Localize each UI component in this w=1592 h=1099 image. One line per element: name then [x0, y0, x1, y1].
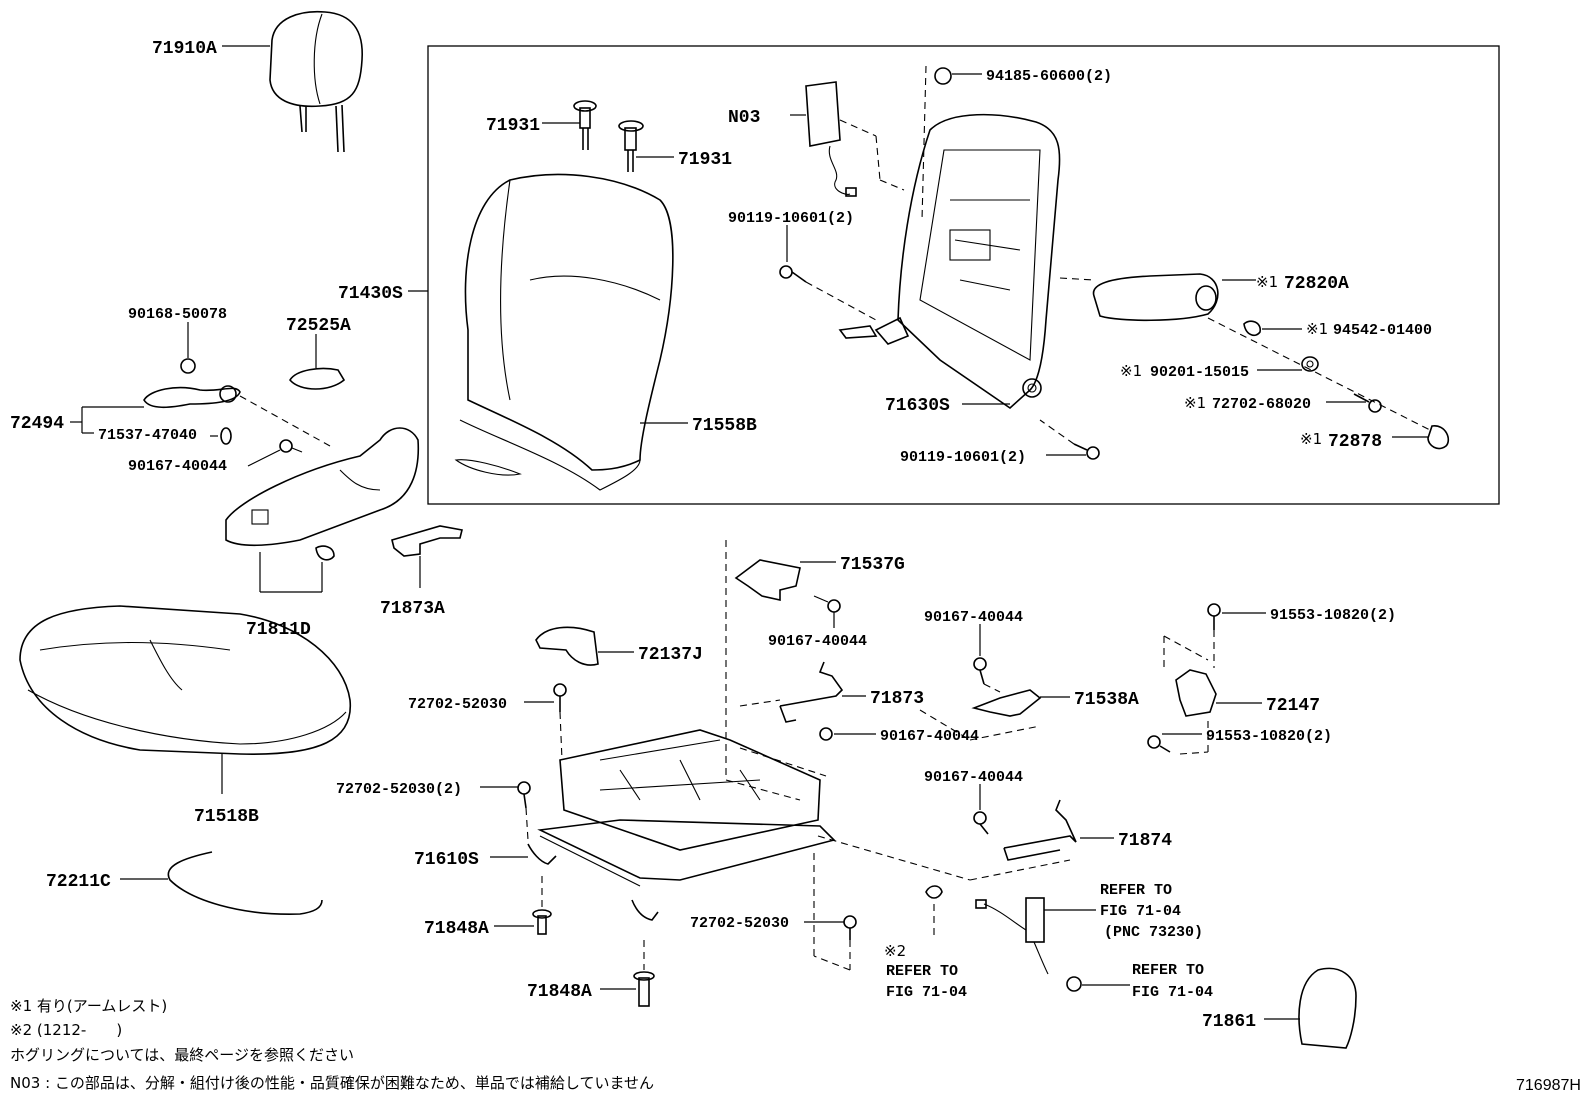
bolt-90119-drawing — [779, 265, 1100, 460]
refer-text-1-line2: FIG 71-04 — [1100, 903, 1181, 920]
label-71538A: 71538A — [1074, 690, 1139, 710]
recliner-knob-drawing — [143, 385, 331, 447]
cover-72525A-drawing — [289, 367, 346, 390]
label-72702-52030-2: 72702-52030(2) — [336, 781, 462, 798]
note-armrest: ※1 有り(アームレスト) — [10, 997, 167, 1015]
label-94185-60600: 94185-60600(2) — [986, 68, 1112, 85]
mark-72878: ※1 — [1300, 430, 1322, 448]
bolt-72702-52030-drawing — [517, 683, 857, 971]
label-72820A: 72820A — [1284, 274, 1349, 294]
label-72147: 72147 — [1266, 696, 1320, 716]
label-72137J: 72137J — [638, 645, 703, 665]
nut-94185-drawing — [921, 65, 952, 221]
note-date-range: ※2 (1212- ) — [10, 1021, 122, 1039]
refer-text-2-line1: REFER TO — [886, 963, 958, 980]
note-n03: N03 : この部品は、分解・組付け後の性能・品質確保が困難なため、単品では補給… — [10, 1074, 654, 1092]
label-72702-52030-upper: 72702-52030 — [408, 696, 507, 713]
seat-frame-drawing — [527, 729, 836, 921]
label-72211C: 72211C — [46, 872, 111, 892]
wire-72211C-drawing — [167, 851, 323, 915]
label-72702-68020: 72702-68020 — [1212, 396, 1311, 413]
label-71518B: 71518B — [194, 807, 259, 827]
label-71931-right: 71931 — [678, 150, 732, 170]
mark-72702-68020: ※1 — [1184, 394, 1206, 412]
label-72494: 72494 — [10, 414, 64, 434]
seat-cushion-drawing — [19, 605, 352, 755]
side-shield-drawing — [180, 358, 420, 561]
seatback-assembly-box — [427, 45, 1500, 505]
label-71874: 71874 — [1118, 831, 1172, 851]
seatbelt-buckle-drawing — [925, 885, 1082, 992]
bracket-72147-drawing — [1147, 603, 1221, 755]
label-90119-10601-lower: 90119-10601(2) — [900, 449, 1026, 466]
label-90167-40044-c: 90167-40044 — [880, 728, 979, 745]
label-71910A: 71910A — [152, 39, 217, 59]
mark-refer2: ※2 — [884, 942, 906, 960]
headrest-guide-drawing — [573, 100, 644, 172]
label-71537G: 71537G — [840, 555, 905, 575]
cover-72137J-drawing — [535, 626, 599, 666]
label-94542-01400: 94542-01400 — [1333, 322, 1432, 339]
seatback-frame-drawing — [838, 113, 1061, 410]
label-90167-40044-left: 90167-40044 — [128, 458, 227, 475]
armrest-hardware-drawing — [1207, 317, 1450, 450]
side-airbag-drawing — [805, 81, 905, 197]
label-72702-52030-lower: 72702-52030 — [690, 915, 789, 932]
refer-text-1-line1: REFER TO — [1100, 882, 1172, 899]
label-N03: N03 — [728, 108, 760, 128]
label-72878: 72878 — [1328, 432, 1382, 452]
figure-code: 716987H — [1516, 1077, 1581, 1094]
mark-90201: ※1 — [1120, 362, 1142, 380]
leader-90167a — [247, 449, 281, 467]
refer-text-3-line1: REFER TO — [1132, 962, 1204, 979]
mark-72820A: ※1 — [1256, 273, 1278, 291]
label-71610S: 71610S — [414, 850, 479, 870]
armrest-drawing — [1059, 273, 1219, 322]
label-71848A-upper: 71848A — [424, 919, 489, 939]
label-71873A: 71873A — [380, 599, 445, 619]
refer-text-2-line2: FIG 71-04 — [886, 984, 967, 1001]
label-71630S: 71630S — [885, 396, 950, 416]
label-71430S: 71430S — [338, 284, 403, 304]
label-90119-10601-upper: 90119-10601(2) — [728, 210, 854, 227]
label-71811D: 71811D — [246, 620, 311, 640]
bracket-71538A-drawing — [919, 657, 1042, 741]
label-71873: 71873 — [870, 689, 924, 709]
pin-71848A-drawing — [532, 876, 655, 1007]
label-71861: 71861 — [1202, 1012, 1256, 1032]
note-hog-ring: ホグリングについては、最終ページを参照ください — [10, 1046, 354, 1064]
label-90167-40044-b: 90167-40044 — [768, 633, 867, 650]
refer-text-3-line2: FIG 71-04 — [1132, 984, 1213, 1001]
label-90168-50078: 90168-50078 — [128, 306, 227, 323]
label-91553-10820-lower: 91553-10820(2) — [1206, 728, 1332, 745]
label-90167-40044-d: 90167-40044 — [924, 609, 1023, 626]
mark-94542: ※1 — [1306, 320, 1328, 338]
seatback-cover-drawing — [454, 173, 674, 491]
bracket-71537G-drawing — [725, 540, 841, 801]
label-71931-left: 71931 — [486, 116, 540, 136]
bracket-71873A-drawing — [391, 525, 463, 557]
shift-knob-71861-drawing — [1298, 967, 1357, 1049]
bracket-71874-drawing — [817, 799, 1077, 881]
label-71558B: 71558B — [692, 416, 757, 436]
bracket-71873-drawing — [739, 661, 844, 777]
refer-text-1-line3: (PNC 73230) — [1104, 924, 1203, 941]
label-71537-47040: 71537-47040 — [98, 427, 197, 444]
headrest-drawing — [269, 10, 363, 153]
label-71848A-lower: 71848A — [527, 982, 592, 1002]
label-90201-15015: 90201-15015 — [1150, 364, 1249, 381]
label-91553-10820-upper: 91553-10820(2) — [1270, 607, 1396, 624]
label-90167-40044-e: 90167-40044 — [924, 769, 1023, 786]
label-72525A: 72525A — [286, 316, 351, 336]
